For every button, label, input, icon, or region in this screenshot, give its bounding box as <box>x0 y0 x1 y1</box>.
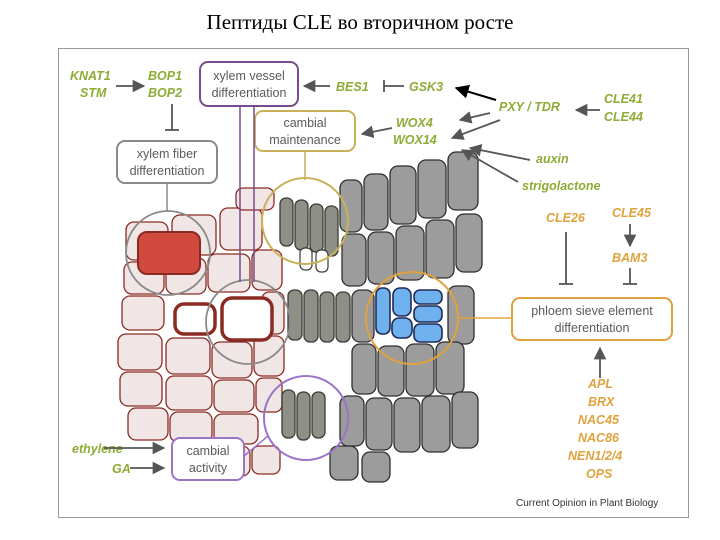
pathway-arrows <box>104 79 637 475</box>
nac45-label: NAC45 <box>578 413 620 427</box>
fiber-circle <box>125 210 211 296</box>
activity-connector <box>243 435 269 457</box>
cambial-activity-line1: cambial <box>186 444 229 458</box>
bam3-label: BAM3 <box>612 251 647 265</box>
phloem-line2: differentiation <box>555 321 630 335</box>
clea-label: CLE41 <box>604 92 643 106</box>
xylem-fiber-line2: differentiation <box>130 164 205 178</box>
xylem-vessel-line1: xylem vessel <box>213 69 285 83</box>
ethylene-label: ethylene <box>72 442 123 456</box>
wox14-label: WOX14 <box>393 133 437 147</box>
phloem-tissue <box>329 151 483 483</box>
sieve-elements <box>375 287 443 343</box>
nac86-label: NAC86 <box>578 431 620 445</box>
cle26-label: CLE26 <box>546 211 586 225</box>
gsk3-pxy-arrow <box>454 84 497 101</box>
vessel-circle <box>205 279 291 365</box>
auxin-label: auxin <box>536 152 569 166</box>
cambial-maintenance-box: cambial maintenance <box>254 110 356 152</box>
bes1-label: BES1 <box>336 80 369 94</box>
xylem-fiber-line1: xylem fiber <box>137 147 197 161</box>
cambium-tissue <box>279 197 351 441</box>
xylem-vessel-line2: differentiation <box>212 86 287 100</box>
knat1-label: KNAT1 <box>70 69 111 83</box>
cambial-maintenance-line1: cambial <box>283 116 326 130</box>
slide-title: Пептиды CLE во вторичном росте <box>206 10 514 34</box>
cambial-activity-box: cambial activity <box>171 437 245 481</box>
pxy-tdr-label: PXY / TDR <box>499 100 560 114</box>
xylem-vessels <box>173 296 274 342</box>
ga-label: GA <box>112 462 131 476</box>
apl-label: APL <box>587 377 613 391</box>
brx-label: BRX <box>588 395 615 409</box>
cleb-label: CLE44 <box>604 110 643 124</box>
nen-label: NEN1/2/4 <box>568 449 622 463</box>
stm-label: STM <box>80 86 107 100</box>
xylem-fiber-cell <box>137 231 201 275</box>
vessel-connector <box>239 106 255 282</box>
phloem-box: phloem sieve element differentiation <box>511 297 673 341</box>
cambial-maintenance-line2: maintenance <box>269 133 341 147</box>
cle45-label: CLE45 <box>612 206 652 220</box>
xylem-vessel-box: xylem vessel differentiation <box>199 61 299 107</box>
activity-circle <box>263 375 349 461</box>
gsk3-label: GSK3 <box>409 80 443 94</box>
xylem-fiber-box: xylem fiber differentiation <box>116 140 218 184</box>
journal-caption: Current Opinion in Plant Biology <box>516 498 658 509</box>
wox4-label: WOX4 <box>396 116 433 130</box>
ops-label: OPS <box>586 467 613 481</box>
bop2-label: BOP2 <box>148 86 182 100</box>
inhibition-bars <box>165 80 637 285</box>
phloem-line1: phloem sieve element <box>531 304 653 318</box>
strigolactone-label: strigolactone <box>522 179 601 193</box>
bop1-label: BOP1 <box>148 69 182 83</box>
cambial-activity-line2: activity <box>189 461 228 475</box>
